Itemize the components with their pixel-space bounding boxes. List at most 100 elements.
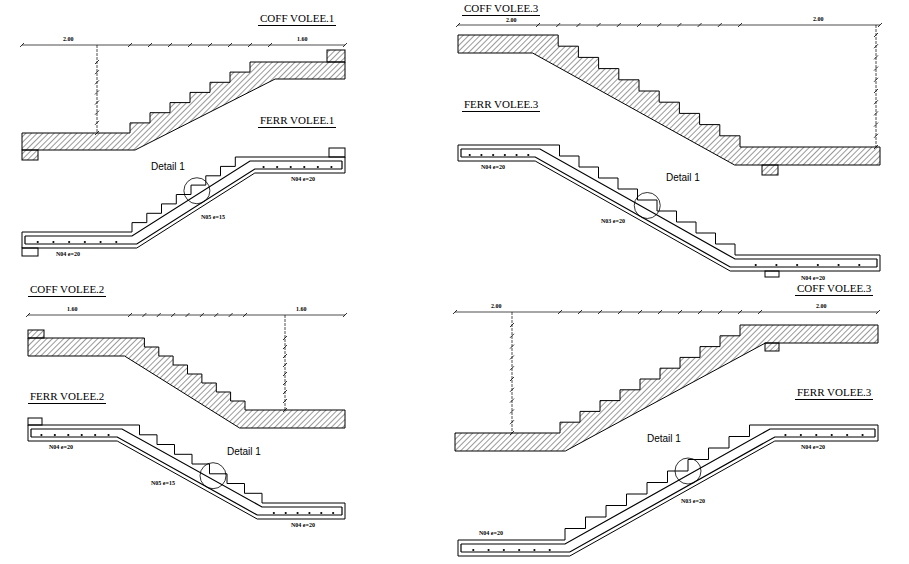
view-title: COFF VOLEE.3 — [795, 282, 873, 296]
distribution-bar — [755, 264, 757, 266]
distribution-bar — [94, 434, 96, 436]
dimension-tick — [188, 43, 192, 47]
reinforcement-view — [28, 418, 345, 519]
dimension-tick — [874, 111, 878, 115]
dimension-tick — [597, 23, 601, 27]
bar-label: N04 e=20 — [290, 176, 316, 183]
beam-section — [22, 248, 38, 256]
distribution-bar — [330, 166, 332, 168]
dimension-tick — [510, 388, 514, 392]
dimension-tick — [142, 313, 146, 317]
distribution-bar — [861, 434, 863, 436]
distribution-bar — [487, 549, 489, 551]
formwork-view — [26, 313, 347, 428]
bar-label: 1.60 — [296, 36, 309, 43]
bar-label: N04 e=20 — [480, 164, 506, 171]
distribution-bar — [549, 549, 551, 551]
dimension-tick — [128, 313, 132, 317]
distribution-bar — [817, 264, 819, 266]
dimension-tick — [95, 121, 99, 125]
rebar-top — [25, 161, 342, 236]
reinforcement-view — [458, 145, 880, 277]
dimension-tick — [598, 310, 602, 314]
reinforcement-view — [22, 148, 345, 256]
distribution-bar — [472, 549, 474, 551]
dimension-tick — [657, 23, 661, 27]
rebar-hook — [30, 429, 31, 437]
bar-label: N03 e=20 — [600, 218, 626, 225]
dimension-tick — [95, 90, 99, 94]
distribution-bar — [107, 434, 109, 436]
rebar-hook — [341, 507, 342, 515]
dimension-tick — [283, 345, 287, 349]
bar-label: 2.00 — [505, 17, 518, 24]
rebar-hook — [341, 161, 342, 169]
rebar-hook — [876, 259, 877, 267]
beam-section — [329, 148, 345, 157]
dimension-tick — [95, 111, 99, 115]
distribution-bar — [815, 434, 817, 436]
dimension-tick — [718, 310, 722, 314]
dimension-line — [458, 25, 880, 26]
dimension-tick — [168, 43, 172, 47]
distribution-bar — [67, 434, 69, 436]
dimension-tick — [874, 44, 878, 48]
rebar-hook — [24, 236, 25, 244]
dimension-tick — [171, 313, 175, 317]
dimension-tick — [876, 310, 880, 314]
dimension-tick — [874, 145, 878, 149]
view-title: FERR VOLEE.3 — [795, 386, 873, 400]
distribution-bar — [290, 166, 292, 168]
bar-label: 2.00 — [815, 303, 828, 310]
bar-label: 2.00 — [490, 303, 503, 310]
distribution-bar — [68, 241, 70, 243]
distribution-bar — [480, 154, 482, 156]
dimension-tick — [95, 101, 99, 105]
stair-flight — [28, 425, 345, 519]
beam-section — [327, 50, 345, 62]
bar-label: N05 e=15 — [150, 480, 176, 487]
bar-label: N04 e=20 — [800, 444, 826, 451]
dimension-tick — [128, 43, 132, 47]
dimension-tick — [214, 313, 218, 317]
dimension-tick — [874, 78, 878, 82]
rebar-top — [461, 149, 877, 259]
detail-circle — [200, 463, 226, 489]
beam-section — [762, 165, 778, 175]
distribution-bar — [515, 154, 517, 156]
distribution-bar — [503, 549, 505, 551]
view-title: COFF VOLEE.3 — [462, 2, 540, 16]
distribution-bar — [320, 512, 322, 514]
dimension-tick — [510, 366, 514, 370]
dimension-tick — [268, 43, 272, 47]
dimension-tick — [343, 43, 347, 47]
bar-label: N03 e=20 — [680, 498, 706, 505]
rebar-bottom — [25, 169, 342, 244]
dimension-tick — [283, 363, 287, 367]
distribution-bar — [504, 154, 506, 156]
dimension-tick — [510, 377, 514, 381]
dimension-tick — [200, 313, 204, 317]
stair-flight — [455, 325, 878, 451]
dimension-tick — [343, 313, 347, 317]
dimension-tick — [678, 310, 682, 314]
distribution-bar — [858, 264, 860, 266]
detail-circle — [634, 193, 660, 219]
distribution-bar — [285, 512, 287, 514]
distribution-bar — [54, 434, 56, 436]
rebar-hook — [460, 544, 461, 552]
dimension-tick — [698, 23, 702, 27]
dimension-tick — [510, 420, 514, 424]
beam-section — [28, 330, 44, 338]
dimension-tick — [558, 310, 562, 314]
dimension-tick — [243, 313, 247, 317]
rebar-hook — [460, 149, 461, 157]
dimension-tick — [738, 23, 742, 27]
dimension-tick — [578, 310, 582, 314]
rebar-top — [31, 429, 342, 507]
dimension-tick — [874, 100, 878, 104]
dimension-tick — [456, 23, 460, 27]
detail-label: Detail 1 — [150, 161, 186, 173]
dimension-tick — [283, 399, 287, 403]
